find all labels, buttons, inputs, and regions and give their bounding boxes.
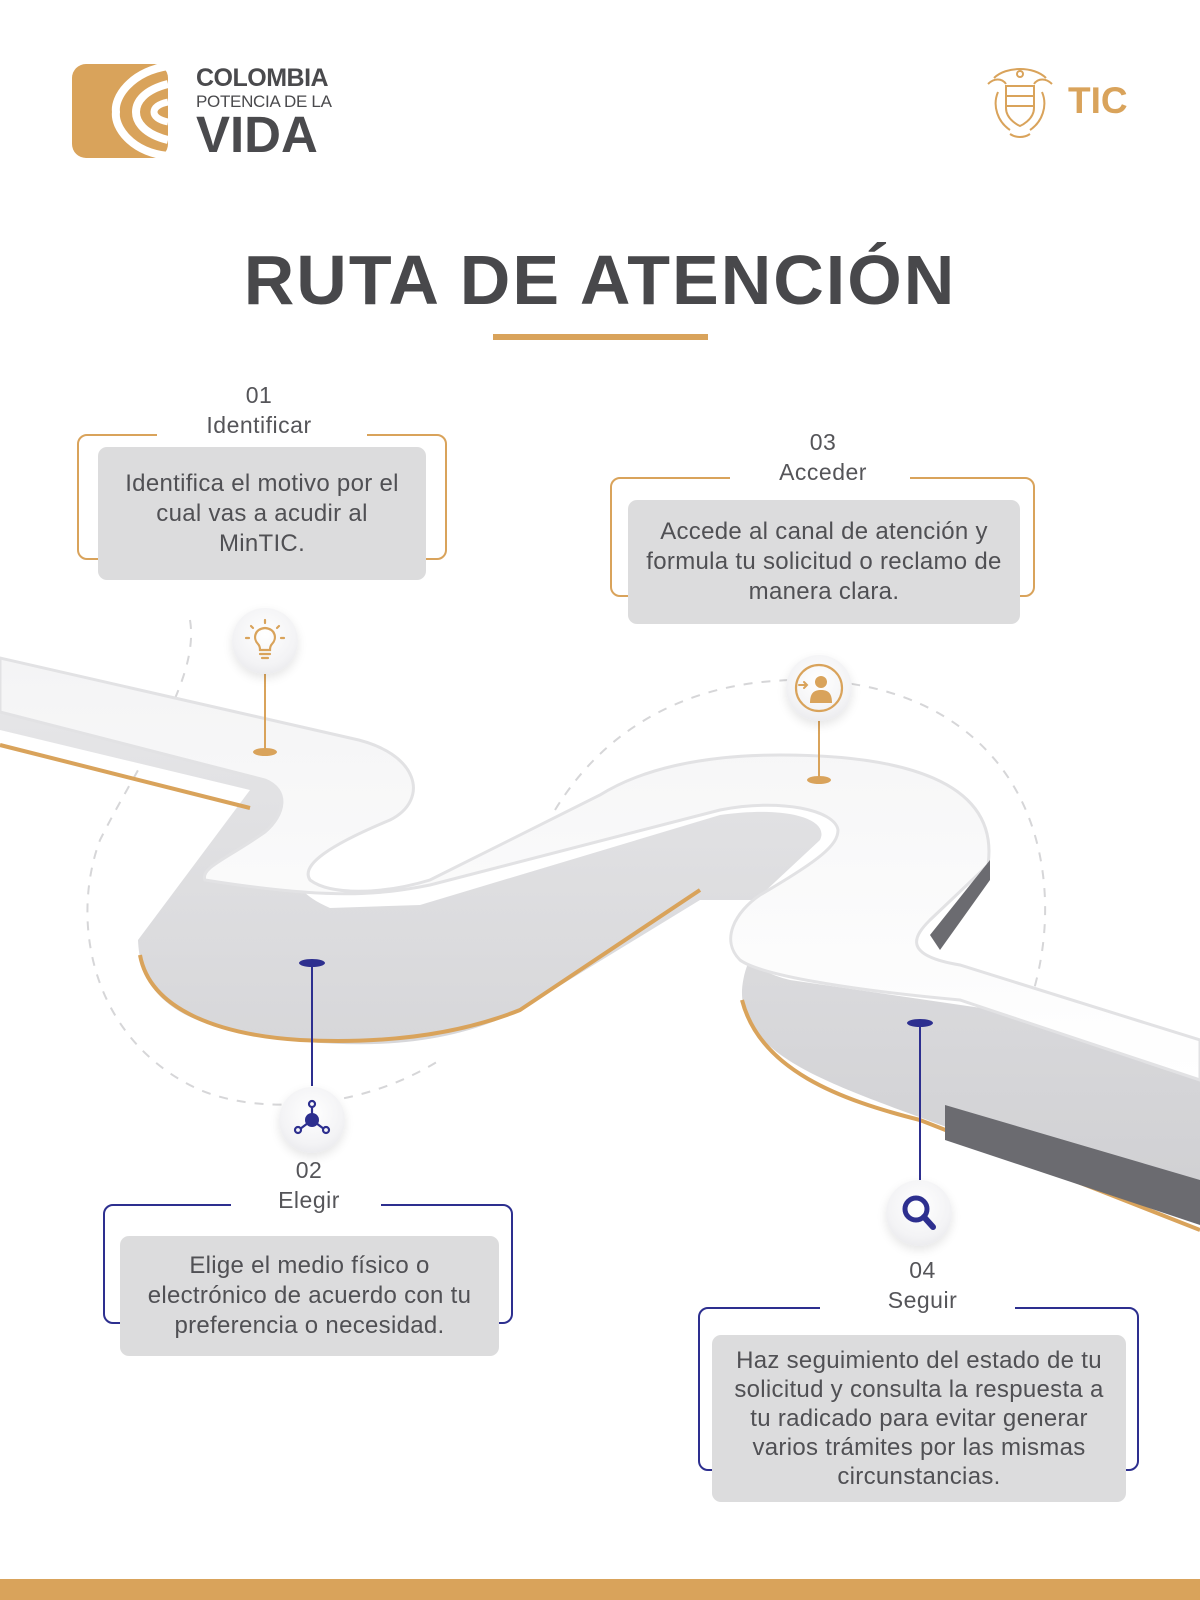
step-04: 04 Seguir Haz seguimiento del estado de … [698, 1257, 1143, 1507]
step-04-name: Seguir [887, 1287, 958, 1313]
tic-text: TIC [1068, 80, 1128, 121]
pin-01 [253, 672, 277, 756]
search-icon [886, 1180, 952, 1246]
page-title: RUTA DE ATENCIÓN [243, 241, 957, 319]
step-02-name: Elegir [278, 1187, 340, 1213]
step-03-description: Accede al canal de atención y formula tu… [628, 500, 1020, 624]
pin-04 [907, 1019, 933, 1180]
step-01-name: Identificar [206, 412, 312, 438]
step-02-description: Elige el medio físico o electrónico de a… [120, 1236, 499, 1356]
step-01-description: Identifica el motivo por el cual vas a a… [98, 447, 426, 580]
step-03-number: 03 [809, 429, 837, 455]
colombia-logo-mark [72, 62, 170, 160]
network-icon [279, 1087, 345, 1153]
road-top-surface [0, 656, 1200, 1082]
step-04-number: 04 [909, 1257, 936, 1283]
step-01: 01 Identificar Identifica el motivo por … [77, 378, 447, 588]
logo-text-potencia: POTENCIA DE LA [196, 92, 332, 111]
logo-text-colombia: COLOMBIA [196, 64, 329, 92]
step-03-name: Acceder [779, 459, 867, 485]
pin-02 [299, 959, 325, 1086]
coat-of-arms-icon [987, 68, 1053, 138]
lightbulb-icon [232, 608, 298, 674]
logo-text-vida: VIDA [196, 106, 318, 163]
step-04-description: Haz seguimiento del estado de tu solicit… [712, 1335, 1126, 1502]
tic-logo: TIC [980, 62, 1130, 142]
road-gold-edge [0, 743, 1200, 1232]
title-underline [493, 334, 708, 340]
step-03: 03 Acceder Accede al canal de atención y… [610, 425, 1040, 625]
road-dark-side-upper [930, 860, 990, 950]
step-02: 02 Elegir Elige el medio físico o electr… [103, 1157, 515, 1360]
user-enter-icon [786, 655, 852, 721]
footer-bar [0, 1579, 1200, 1600]
step-02-number: 02 [295, 1157, 323, 1183]
step-01-number: 01 [245, 382, 273, 408]
colombia-potencia-de-la-vida-logo: COLOMBIA POTENCIA DE LA VIDA [72, 62, 362, 162]
pin-03 [807, 720, 831, 784]
road-dark-side [945, 1105, 1200, 1225]
